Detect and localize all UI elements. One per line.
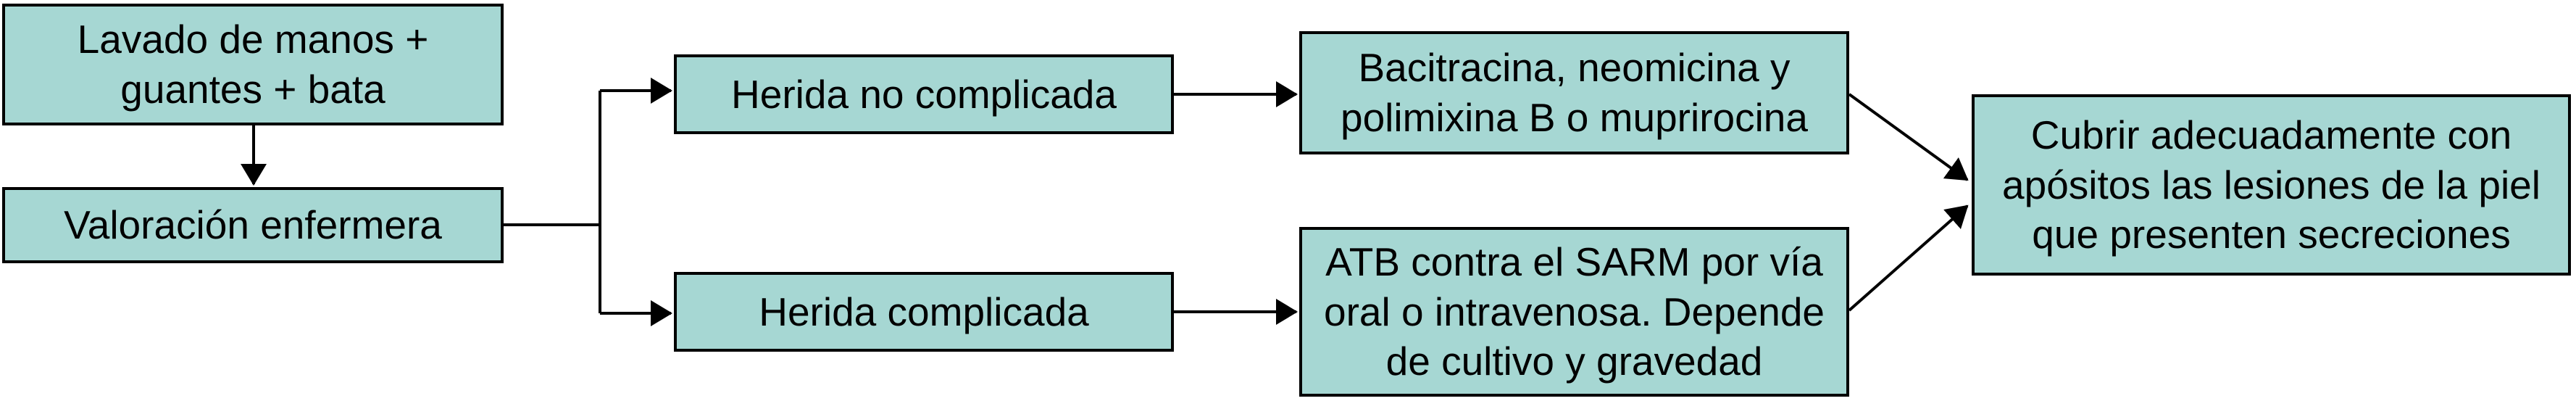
node-herida-complicada: Herida complicada <box>674 272 1174 352</box>
node-label: Cubrir adecuadamente con apósitos las le… <box>2002 112 2540 257</box>
node-herida-no-complicada: Herida no complicada <box>674 54 1174 134</box>
edge-valoracion-branch-trunk <box>504 91 601 313</box>
node-atb-sarm: ATB contra el SARM por vía oral o intrav… <box>1299 227 1849 397</box>
node-lavado: Lavado de manos + guantes + bata <box>2 4 504 125</box>
node-label: Herida no complicada <box>731 71 1117 117</box>
edge-atb-sarm-to-cubrir <box>1848 204 1969 312</box>
node-label: Valoración enfermera <box>64 202 442 248</box>
node-label: Herida complicada <box>759 289 1089 334</box>
node-valoracion: Valoración enfermera <box>2 187 504 263</box>
node-cubrir: Cubrir adecuadamente con apósitos las le… <box>1972 94 2571 276</box>
node-label: Bacitracina, neomicina y polimixina B o … <box>1341 45 1808 140</box>
node-bacitracina: Bacitracina, neomicina y polimixina B o … <box>1299 31 1849 154</box>
edge-bacitracina-to-cubrir <box>1848 93 1969 181</box>
node-label: ATB contra el SARM por vía oral o intrav… <box>1323 239 1825 384</box>
node-label: Lavado de manos + guantes + bata <box>77 17 429 112</box>
